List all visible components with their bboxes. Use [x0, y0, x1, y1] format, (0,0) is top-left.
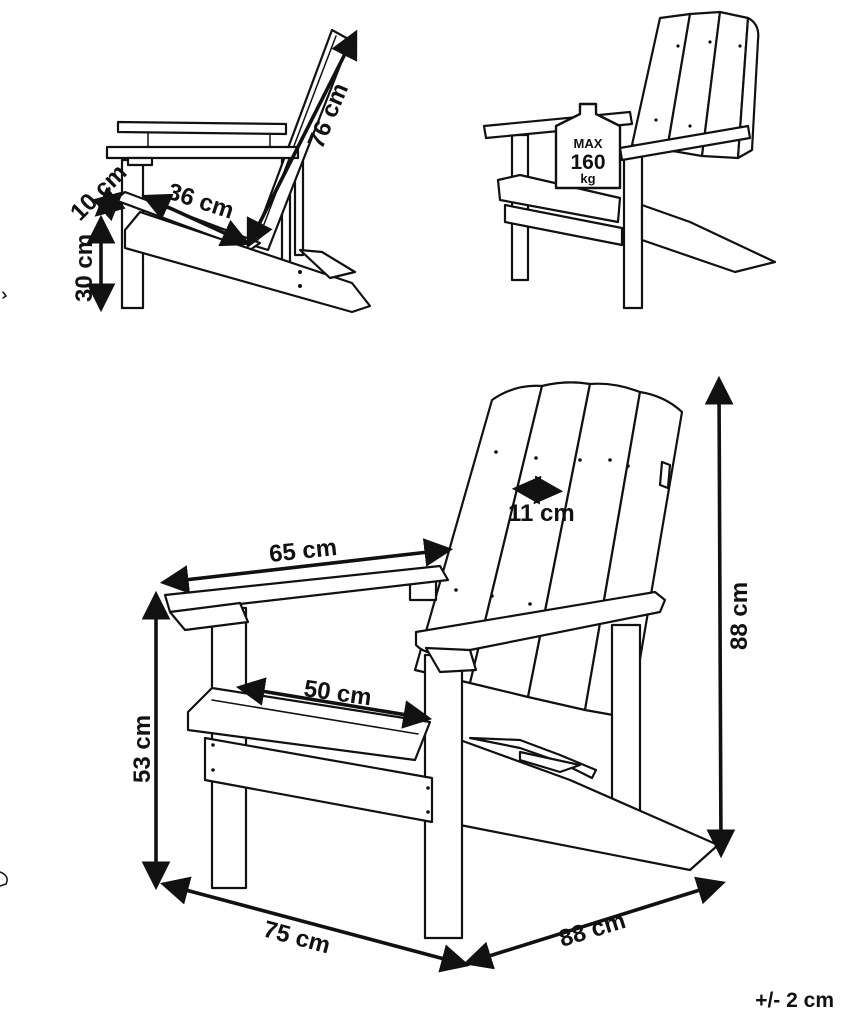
seat-height-label: 30 cm [71, 234, 98, 302]
main-view-dimensions [141, 375, 736, 973]
side-view-dimensions [86, 29, 358, 313]
total-height-label: 88 cm [726, 582, 753, 650]
load-view-chair [482, 10, 777, 310]
side-view-chair [105, 28, 372, 314]
weight-badge-value: 160 [570, 151, 605, 174]
main-view-chair [163, 381, 720, 940]
slat-width-label: 11 cm [508, 500, 575, 527]
weight-badge: MAX 160 kg [554, 102, 622, 190]
edge-mark-top [2, 291, 8, 299]
depth-label: 88 cm [556, 907, 629, 953]
tolerance-note: +/- 2 cm [755, 989, 834, 1012]
arm-height-label: 53 cm [129, 715, 156, 783]
edge-mark-bottom [0, 871, 8, 887]
weight-badge-max: MAX [574, 136, 603, 151]
width-label: 75 cm [260, 916, 333, 960]
weight-badge-unit: kg [580, 171, 595, 186]
